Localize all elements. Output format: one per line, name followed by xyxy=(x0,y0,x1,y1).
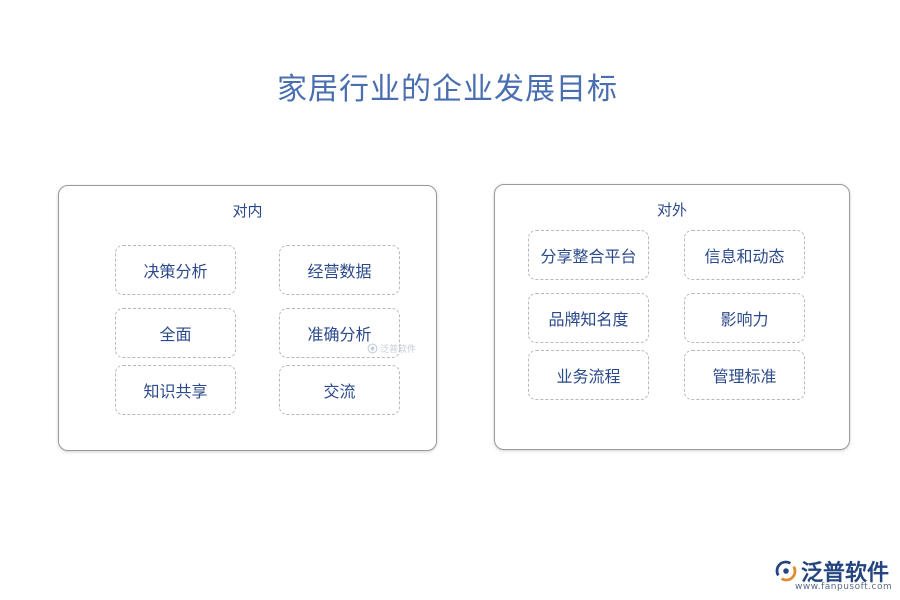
brand-logo: 泛普软件 xyxy=(775,555,889,587)
inner-item-operating-data: 经营数据 xyxy=(279,245,400,295)
inner-item-decision-analysis: 决策分析 xyxy=(115,245,236,295)
inner-item-knowledge-sharing: 知识共享 xyxy=(115,365,236,415)
inner-item-comprehensive: 全面 xyxy=(115,308,236,358)
outer-item-influence: 影响力 xyxy=(684,293,805,343)
watermark: 泛普软件 xyxy=(367,342,416,355)
inner-item-accurate-analysis: 准确分析 xyxy=(279,308,400,358)
outer-item-sharing-platform: 分享整合平台 xyxy=(528,230,649,280)
fanpu-logo-icon xyxy=(775,560,797,582)
inner-item-communication: 交流 xyxy=(279,365,400,415)
inner-panel-title: 对内 xyxy=(232,202,263,220)
outer-item-management-standard: 管理标准 xyxy=(684,350,805,400)
watermark-text: 泛普软件 xyxy=(380,345,417,355)
diagram-title: 家居行业的企业发展目标 xyxy=(277,72,618,107)
fanpu-logo-icon xyxy=(367,343,378,354)
outer-item-info-and-news: 信息和动态 xyxy=(684,230,805,280)
brand-logo-name: 泛普软件 xyxy=(801,561,890,586)
outer-panel-title: 对外 xyxy=(656,201,687,219)
outer-item-business-process: 业务流程 xyxy=(528,350,649,400)
brand-logo-url: www.fanpusoft.com xyxy=(795,582,893,592)
outer-panel: 对外 分享整合平台 信息和动态 品牌知名度 影响力 业务流程 管理标准 xyxy=(494,184,850,450)
inner-panel: 对内 决策分析 经营数据 全面 准确分析 知识共享 交流 xyxy=(58,185,437,451)
outer-item-brand-awareness: 品牌知名度 xyxy=(528,293,649,343)
